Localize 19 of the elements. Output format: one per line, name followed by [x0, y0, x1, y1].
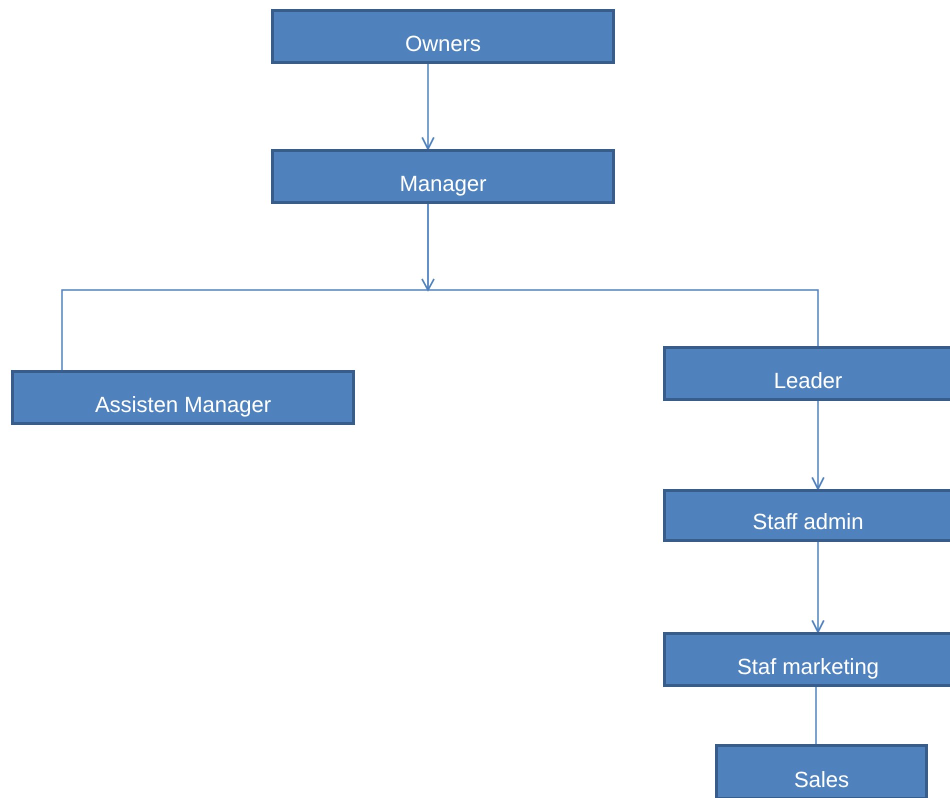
org-box [271, 149, 615, 204]
org-box [663, 489, 950, 542]
org-box [11, 370, 355, 425]
org-box [715, 744, 928, 798]
org-box [663, 632, 950, 687]
role-label: Assisten Manager [94, 392, 272, 418]
org-box [663, 346, 950, 401]
arrow [421, 203, 819, 347]
role-label: Owners [405, 31, 481, 57]
arrow [421, 64, 435, 150]
role-label: Leader [774, 368, 842, 394]
connector-line [815, 687, 817, 744]
arrow [811, 542, 825, 633]
role-label: Staff admin [752, 509, 864, 535]
role-label: Staf marketing [737, 654, 879, 680]
role-label: Manager [400, 171, 486, 197]
role-label: Sales [794, 767, 850, 793]
org-box [271, 9, 615, 64]
arrow [811, 401, 825, 490]
